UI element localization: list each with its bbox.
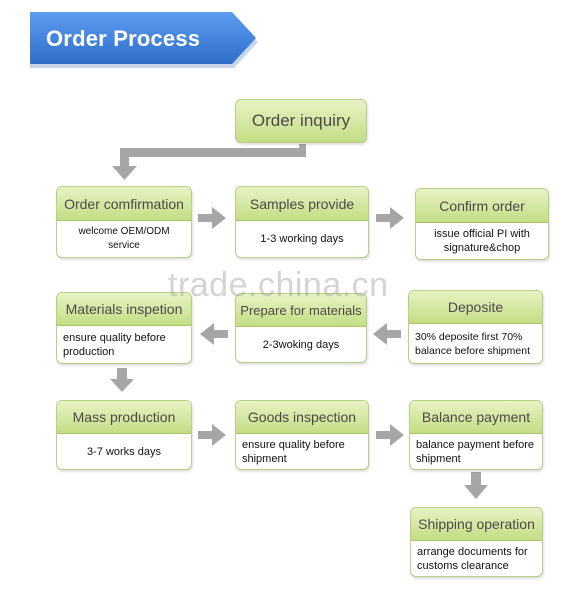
- node-title: Balance payment: [410, 401, 542, 434]
- node-title: Goods inspection: [236, 401, 368, 434]
- connector-inquiry-horizontal: [120, 148, 306, 157]
- node-description: 1-3 working days: [260, 233, 344, 245]
- node-confirm-order: Confirm order issue official PI with sig…: [415, 188, 549, 260]
- node-title: Mass production: [57, 401, 191, 434]
- node-description: ensure quality before shipment: [242, 438, 345, 465]
- arrow-samples-to-confirm: [376, 207, 404, 229]
- node-description: 3-7 works days: [87, 445, 161, 458]
- title-banner: Order Process: [30, 12, 260, 68]
- arrow-down-to-confirmation: [112, 166, 137, 180]
- arrow-mass-to-goods: [198, 424, 226, 446]
- node-title: Materials inspetion: [57, 293, 191, 326]
- connector-inquiry-vertical: [120, 148, 129, 168]
- node-order-inquiry: Order inquiry: [235, 99, 367, 143]
- node-title: Samples provide: [236, 187, 368, 221]
- node-title: Deposite: [409, 291, 542, 324]
- node-order-confirmation: Order comfirmation welcome OEM/ODM servi…: [56, 186, 192, 258]
- arrow-goods-to-balance: [376, 424, 404, 446]
- node-balance-payment: Balance payment balance payment before s…: [409, 400, 543, 470]
- node-description: 30% deposite first 70% balance before sh…: [415, 330, 530, 357]
- watermark-text: trade.china.cn: [168, 266, 389, 304]
- node-title: Order comfirmation: [57, 187, 191, 221]
- arrow-deposite-to-prepare: [373, 323, 401, 345]
- node-description: welcome OEM/ODM service: [78, 226, 170, 251]
- node-description: arrange documents for customs clearance: [417, 545, 528, 572]
- node-description: balance payment before shipment: [416, 438, 535, 465]
- node-description: 2-3woking days: [262, 338, 340, 351]
- banner-shape: [30, 12, 258, 68]
- arrow-prepare-to-inspection: [200, 323, 228, 345]
- node-mass-production: Mass production 3-7 works days: [56, 400, 192, 470]
- arrow-confirmation-to-samples: [198, 207, 226, 229]
- node-shipping-operation: Shipping operation arrange documents for…: [410, 507, 543, 577]
- node-materials-inspection: Materials inspetion ensure quality befor…: [56, 292, 192, 364]
- node-description: ensure quality before production: [63, 331, 166, 358]
- node-title: Confirm order: [416, 189, 548, 223]
- node-title: Prepare for materials: [236, 294, 366, 327]
- arrow-balance-down-head: [464, 485, 488, 499]
- connector-inquiry-stub: [299, 144, 306, 157]
- node-deposite: Deposite 30% deposite first 70% balance …: [408, 290, 543, 364]
- arrow-balance-down-shaft: [471, 472, 481, 486]
- node-samples-provide: Samples provide 1-3 working days: [235, 186, 369, 258]
- node-title: Shipping operation: [411, 508, 542, 541]
- banner-title: Order Process: [46, 26, 201, 51]
- arrow-inspection-down-shaft: [117, 368, 127, 380]
- node-goods-inspection: Goods inspection ensure quality before s…: [235, 400, 369, 470]
- node-prepare-for-materials: Prepare for materials 2-3woking days: [235, 293, 367, 363]
- node-description: issue official PI with signature&chop: [434, 228, 530, 254]
- arrow-inspection-down-head: [110, 379, 134, 392]
